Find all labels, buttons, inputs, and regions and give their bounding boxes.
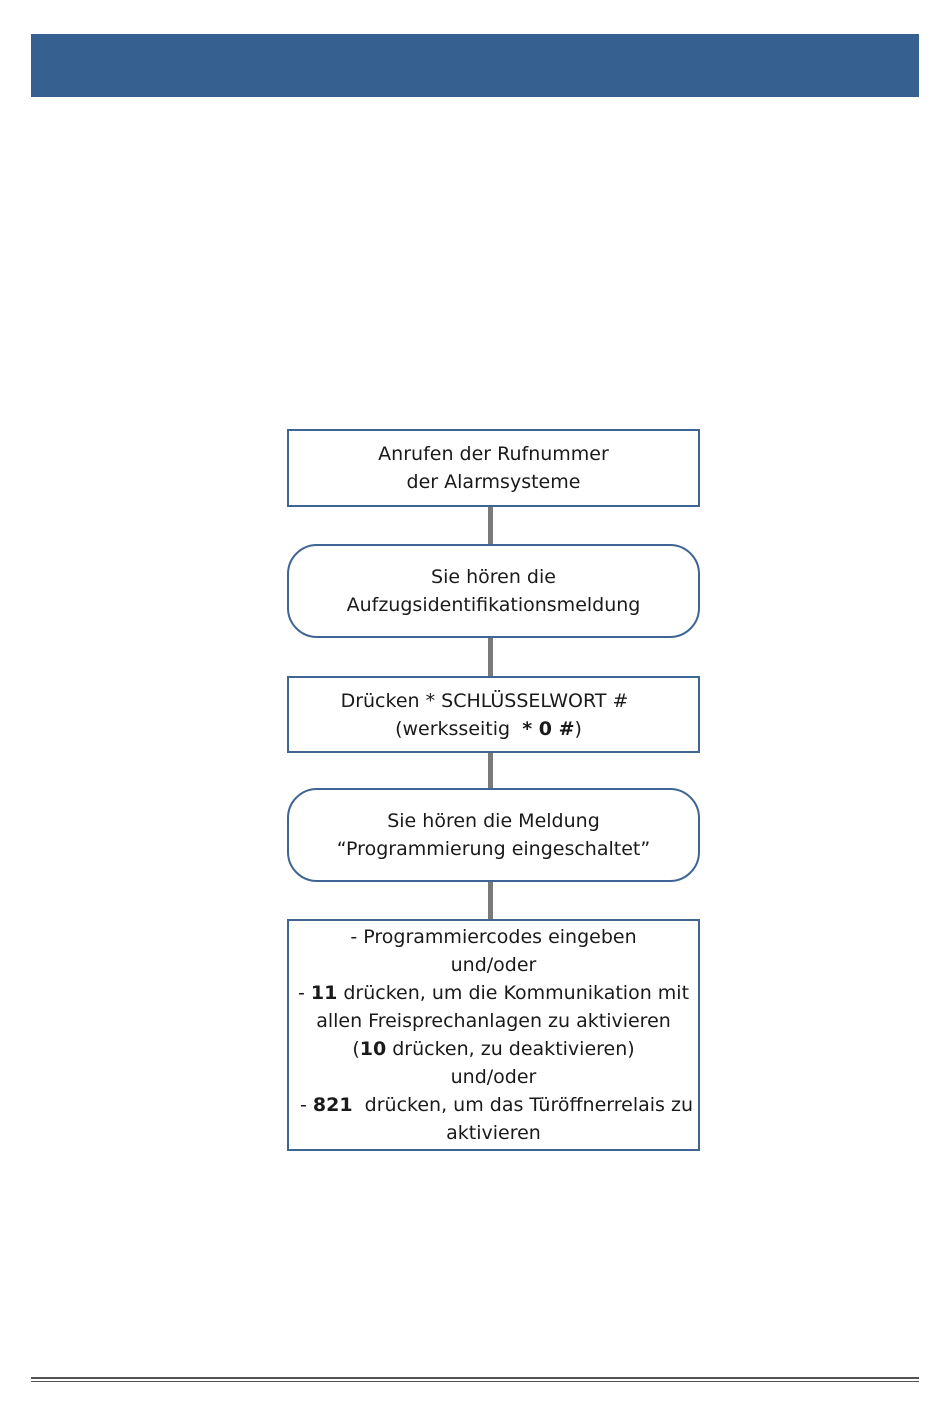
step5-line7-prefix: - [293, 1094, 313, 1116]
connector-2-3 [488, 637, 493, 677]
step5-line3-prefix: - [297, 982, 311, 1004]
flow-step-call-number: Anrufen der Rufnummer der Alarmsysteme [287, 429, 700, 507]
step4-line1: Sie hören die Meldung [387, 810, 600, 832]
footer-rule-thin [31, 1381, 919, 1382]
step5-line5-prefix: ( [352, 1038, 360, 1060]
header-bar [31, 34, 919, 97]
step1-line1: Anrufen der Rufnummer [378, 443, 609, 465]
step2-line2: Aufzugsidentifikationsmeldung [346, 594, 641, 616]
step5-line3: - 11 drücken, um die Kommunikation mit [298, 979, 689, 1007]
step3-line2: (werksseitig * 0 #) [395, 715, 582, 743]
step5-code-11: 11 [310, 982, 338, 1004]
flow-step-press-keyword: Drücken * SCHLÜSSELWORT # (werksseitig *… [287, 676, 700, 753]
connector-4-5 [488, 881, 493, 920]
step5-code-10: 10 [359, 1038, 387, 1060]
step5-line2: und/oder [450, 954, 537, 976]
step5-line8: aktivieren [446, 1122, 541, 1144]
step3-line2-prefix: (werksseitig [395, 717, 517, 740]
step3-line2-suffix: ) [574, 717, 582, 740]
step4-line2: “Programmierung eingeschaltet” [336, 838, 651, 860]
step5-line5: (10 drücken, zu deaktivieren) [352, 1035, 634, 1063]
connector-3-4 [488, 752, 493, 789]
flow-step-enter-codes: - Programmiercodes eingeben und/oder - 1… [287, 919, 700, 1151]
flow-step-identification-message: Sie hören die Aufzugsidentifikationsmeld… [287, 544, 700, 638]
step1-line2: der Alarmsysteme [406, 471, 581, 493]
flow-step-programming-message: Sie hören die Meldung “Programmierung ei… [287, 788, 700, 882]
step5-line1: - Programmiercodes eingeben [350, 926, 637, 948]
step2-line1: Sie hören die [431, 566, 556, 588]
step3-line1: Drücken * SCHLÜSSELWORT # [340, 689, 629, 712]
step3-default-code: * 0 # [522, 717, 575, 740]
step5-line5-suffix: drücken, zu deaktivieren) [386, 1038, 635, 1060]
step5-line6: und/oder [450, 1066, 537, 1088]
footer-rule-thick [31, 1377, 919, 1379]
step5-code-821: 821 [312, 1094, 353, 1116]
connector-1-2 [488, 506, 493, 545]
step5-line4: allen Freisprechanlagen zu aktivieren [316, 1010, 671, 1032]
step5-line7-suffix: drücken, um das Türöffnerrelais zu [352, 1094, 693, 1116]
step5-line7: - 821 drücken, um das Türöffnerrelais zu [294, 1091, 693, 1119]
step5-line3-suffix: drücken, um die Kommunikation mit [337, 982, 690, 1004]
